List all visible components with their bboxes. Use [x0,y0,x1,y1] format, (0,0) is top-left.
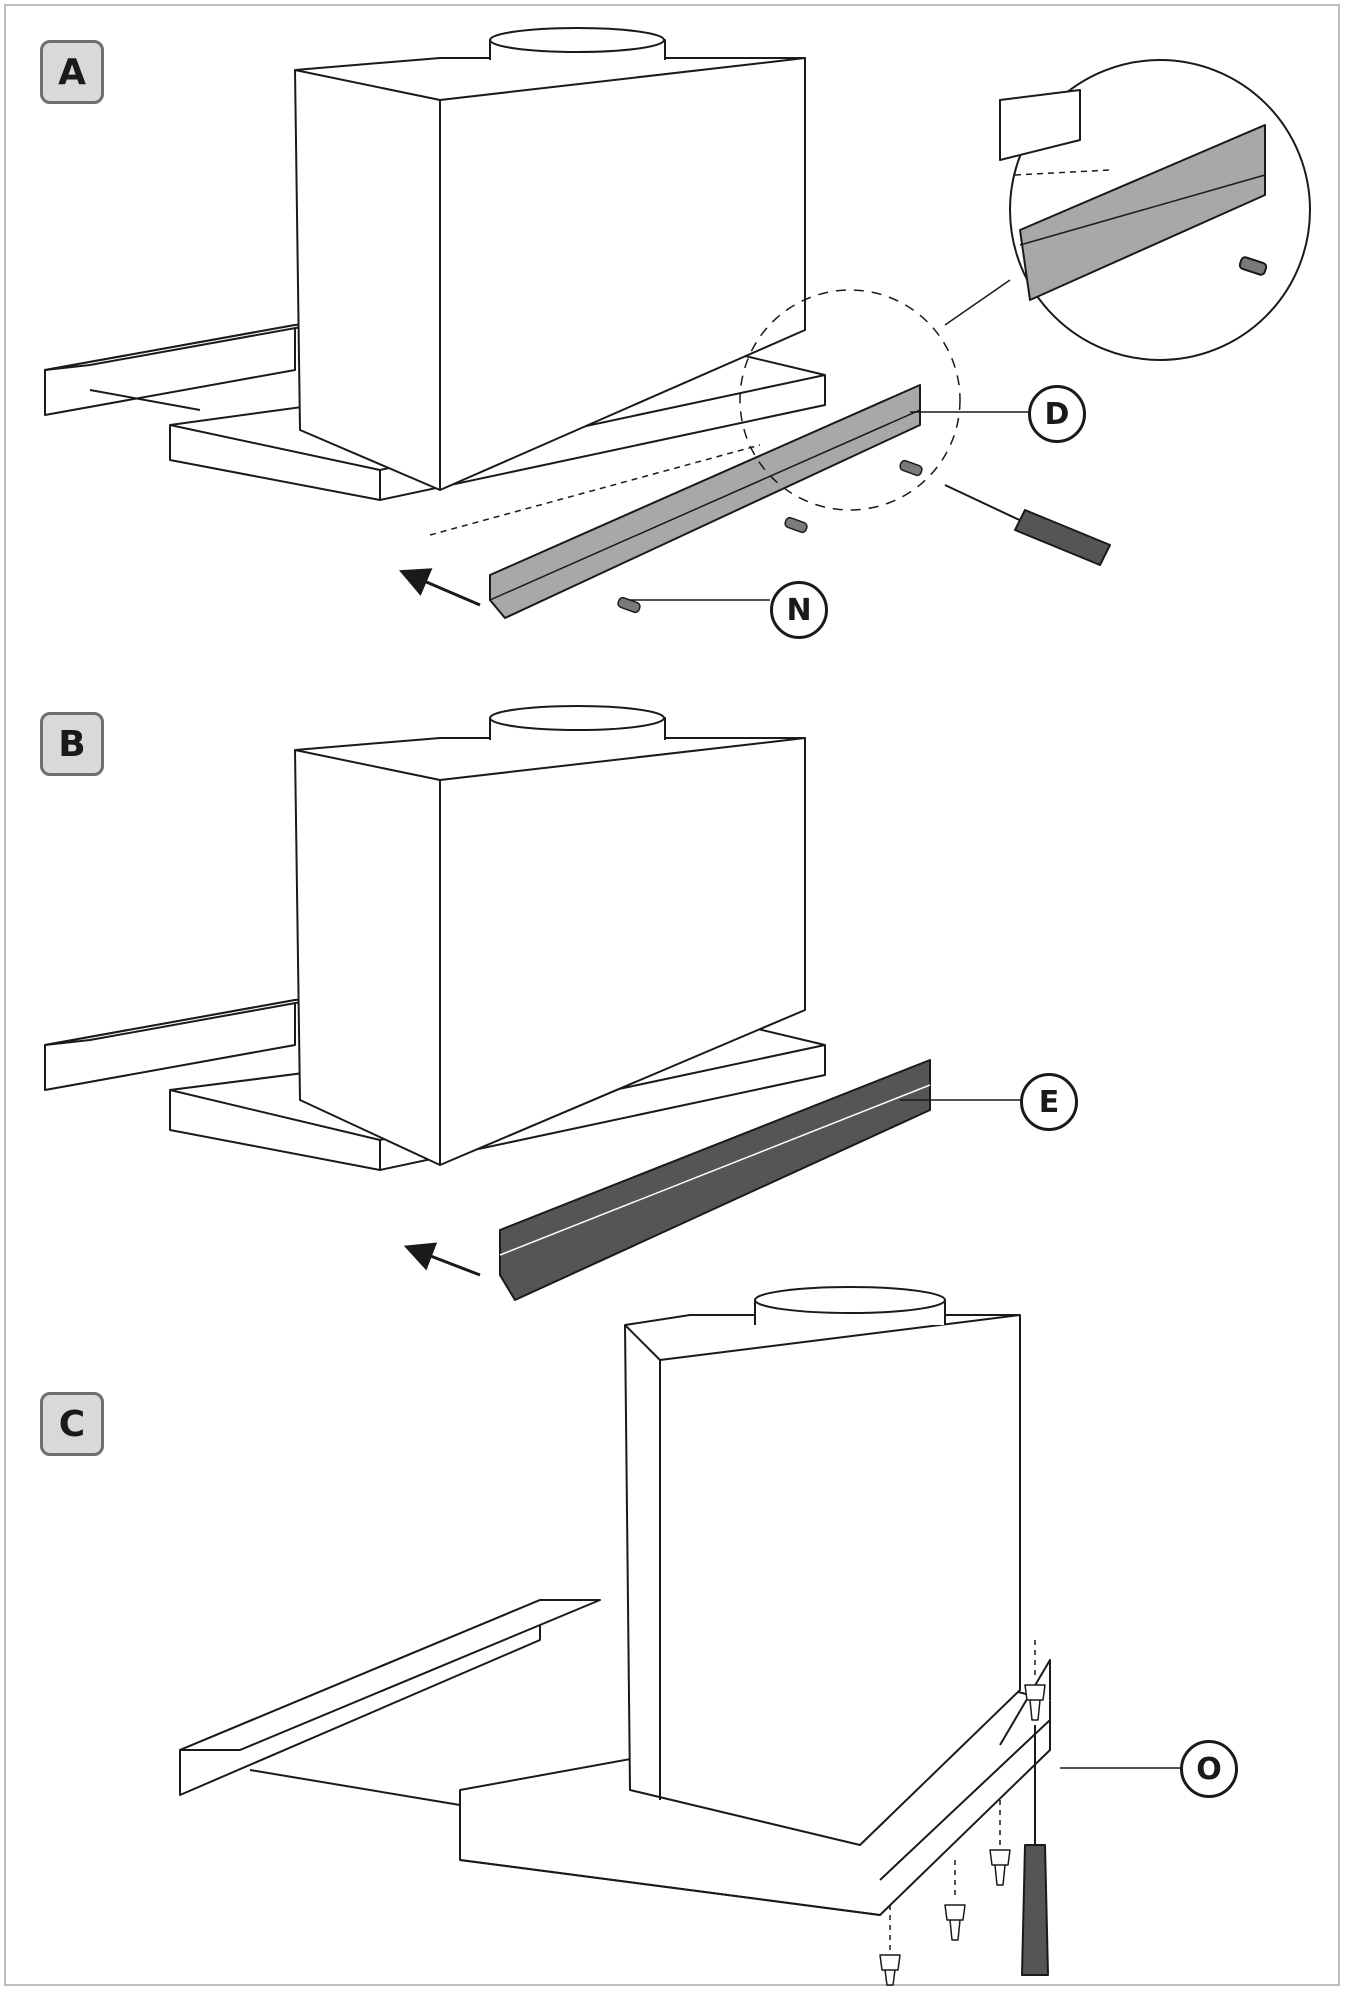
screwdriver-icon [1021,1725,1049,1976]
screw-icon [617,596,641,614]
step-label-b: B [40,712,104,776]
step-a-illustration [44,27,826,536]
part-callout-o: O [1180,1740,1238,1798]
step-b-illustration [44,705,826,1171]
bracket-e [499,1059,931,1301]
screw-icon [899,459,923,477]
diagram-frame [4,4,1340,1986]
step-label-a: A [40,40,104,104]
hood-slide-rail [44,324,296,416]
part-callout-e: E [1020,1073,1078,1131]
wall-plug-icon [879,1954,901,1986]
insert-arrow-icon [398,568,481,607]
motor-box [294,57,806,491]
wall-plug-icon [989,1849,1011,1886]
part-callout-d: D [1028,385,1086,443]
step-label-c: C [40,1392,104,1456]
insert-arrow-icon [403,1242,481,1277]
bracket-d [489,384,921,619]
motor-box [294,737,806,1166]
wall-plug-icon [1024,1684,1046,1721]
step-c-illustration [179,1286,1051,1916]
hood-slide-rail [44,999,296,1091]
detail-circle-dashed [739,289,961,511]
screwdriver-icon [944,484,1111,566]
wall-plug-icon [944,1904,966,1941]
part-callout-n: N [770,581,828,639]
motor-box [624,1314,1021,1846]
screw-icon [784,516,808,534]
